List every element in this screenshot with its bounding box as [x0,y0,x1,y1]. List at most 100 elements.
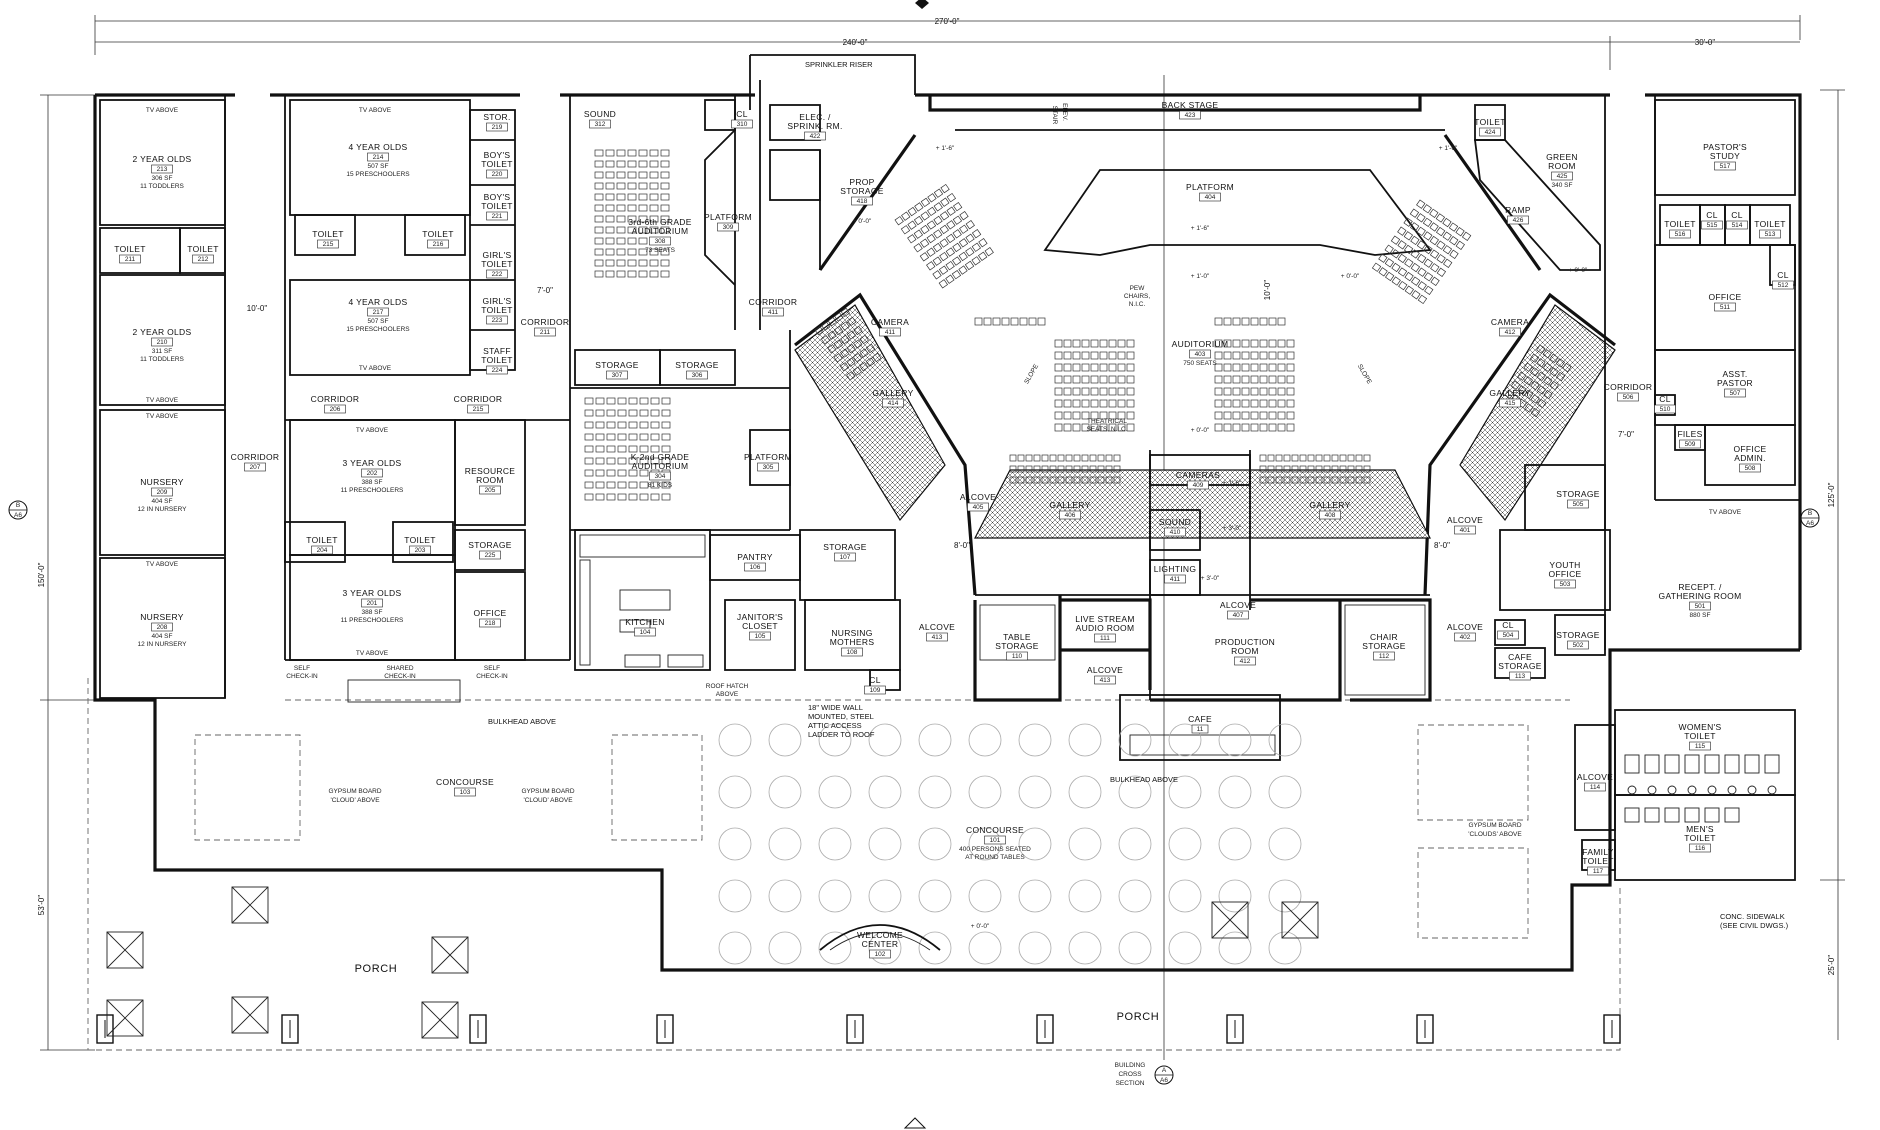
toilet-stall [1704,807,1720,823]
room-number-box [1567,640,1589,650]
room-name: CORRIDOR [231,452,280,462]
room-number: 203 [415,547,426,554]
seat [1286,375,1295,384]
seat [1214,363,1223,372]
seat [605,226,615,234]
pew-seat [1277,317,1286,326]
seat [1417,267,1427,277]
seat [638,248,648,256]
seat [638,193,648,201]
seat [827,344,837,354]
section-marker-left[interactable]: B A6 [8,500,28,520]
seat [661,493,671,501]
room-number: 306 [692,372,703,379]
room-name: STORAGE [675,360,719,370]
seat [1259,423,1268,432]
seat [595,493,605,501]
seat [833,353,843,363]
pew-seat [1028,317,1037,326]
room-number-box [479,485,501,495]
room-name: AUDITORIUM [632,461,689,471]
room-number-box [1714,302,1736,312]
seat [606,421,616,429]
seat [945,260,955,271]
seat [1259,454,1267,462]
seat [1081,465,1089,473]
room-number-box [1094,675,1116,685]
seat [1241,339,1250,348]
seat [1430,276,1440,287]
seat [638,259,648,267]
room-name: TOILET [1664,219,1695,229]
round-table [968,723,1002,757]
seat [1268,363,1277,372]
seat [595,397,605,405]
room-sub: 11 TODDLERS [140,183,184,190]
slope-label-right: SLOPE [1356,363,1373,386]
pew-seat [1019,317,1028,326]
seat [639,397,649,405]
section-marker-bottom[interactable]: A A6 [1154,1065,1174,1085]
round-table [868,931,902,965]
seat [616,226,626,234]
seat [1126,399,1135,408]
seat [852,352,863,363]
seat [1072,399,1081,408]
seat [946,220,956,230]
seat [933,215,943,226]
room-number-box [717,222,739,232]
room-number: 414 [888,400,899,407]
room-name: GIRL'S [483,250,512,260]
round-table [768,775,802,809]
seat [649,259,659,267]
round-table [1168,775,1202,809]
seat [1241,375,1250,384]
seat [1416,199,1426,209]
seat [1323,476,1331,484]
seat [617,493,627,501]
seat [1397,226,1407,236]
pew-seat [1001,317,1010,326]
round-table [1068,879,1102,913]
room-number-box [1319,510,1341,520]
seat [1339,454,1347,462]
room-number-box [879,327,901,337]
seat [1549,380,1559,391]
room-number: 310 [737,121,748,128]
seat [1391,249,1401,259]
room-number-box [1191,724,1209,734]
room-number: 506 [1623,394,1634,401]
room-number-box [486,365,508,375]
section-marker-right[interactable]: B A6 [1800,508,1820,528]
room-number-box [1689,601,1711,611]
seat [1081,423,1090,432]
room-name: STORAGE [823,542,867,552]
seat [901,211,911,221]
room-name: PRODUCTION [1215,637,1275,647]
seat [1331,465,1339,473]
room-number: 412 [1505,329,1516,336]
room-name: STORAGE [1498,661,1542,671]
seat [1416,226,1426,237]
roof-hatch-1: ROOF HATCH [706,683,749,690]
seat [1223,411,1232,420]
seat [627,237,637,245]
seat [1065,465,1073,473]
seat [1057,465,1065,473]
seat [1089,465,1097,473]
seat [1275,465,1283,473]
room-number-box [1179,110,1201,120]
seat [627,248,637,256]
round-table [1218,775,1252,809]
seat [1117,387,1126,396]
seat [1241,363,1250,372]
room-number-box [1234,656,1256,666]
gypsum-cloud-2: 'CLOUD' ABOVE [523,797,573,804]
seat [1277,411,1286,420]
